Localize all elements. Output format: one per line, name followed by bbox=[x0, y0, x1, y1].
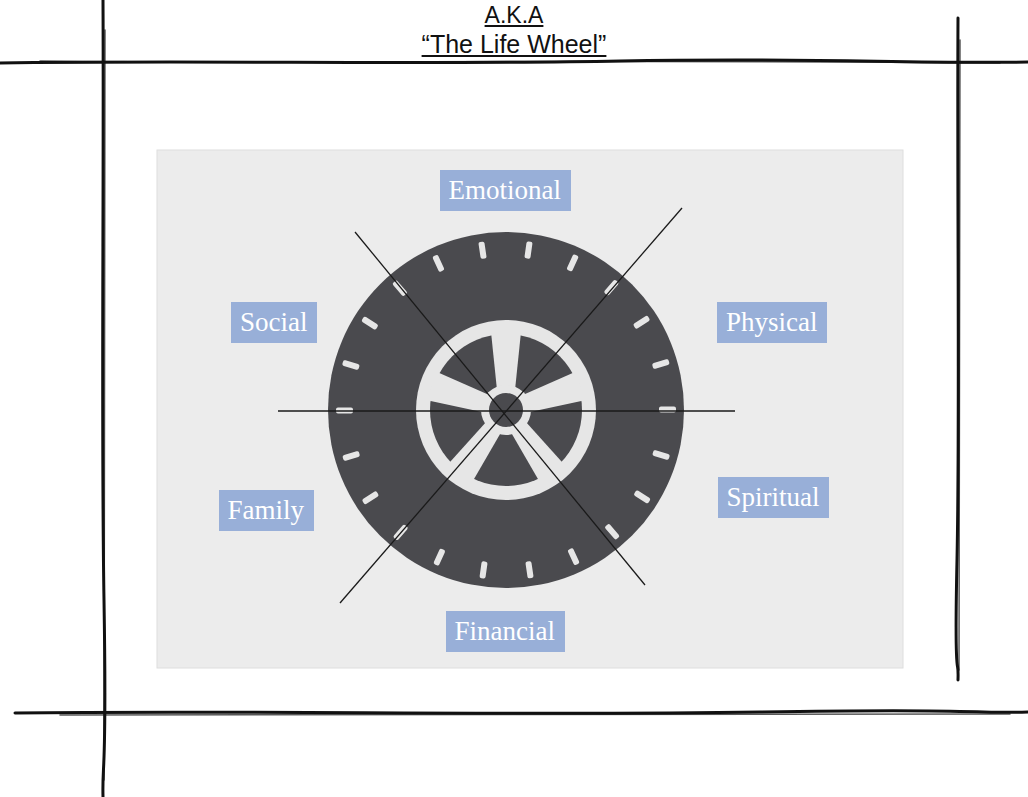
category-label: Spiritual bbox=[727, 481, 820, 513]
category-label: Physical bbox=[726, 306, 818, 338]
category-label: Financial bbox=[455, 615, 555, 647]
category-label-box: Family bbox=[219, 490, 314, 531]
category-label-box: Spiritual bbox=[718, 477, 829, 518]
category-label-box: Financial bbox=[446, 611, 565, 652]
title: A.K.A bbox=[0, 2, 1028, 29]
category-label-box: Social bbox=[231, 302, 317, 343]
category-label-box: Physical bbox=[717, 302, 827, 343]
category-label: Social bbox=[240, 306, 308, 338]
category-label: Emotional bbox=[449, 174, 561, 206]
category-label: Family bbox=[228, 494, 305, 526]
division-lines bbox=[278, 208, 735, 603]
paper-panel bbox=[157, 150, 903, 668]
category-label-box: Emotional bbox=[440, 170, 571, 211]
wheel bbox=[328, 232, 684, 588]
subtitle: “The Life Wheel” bbox=[0, 30, 1028, 59]
